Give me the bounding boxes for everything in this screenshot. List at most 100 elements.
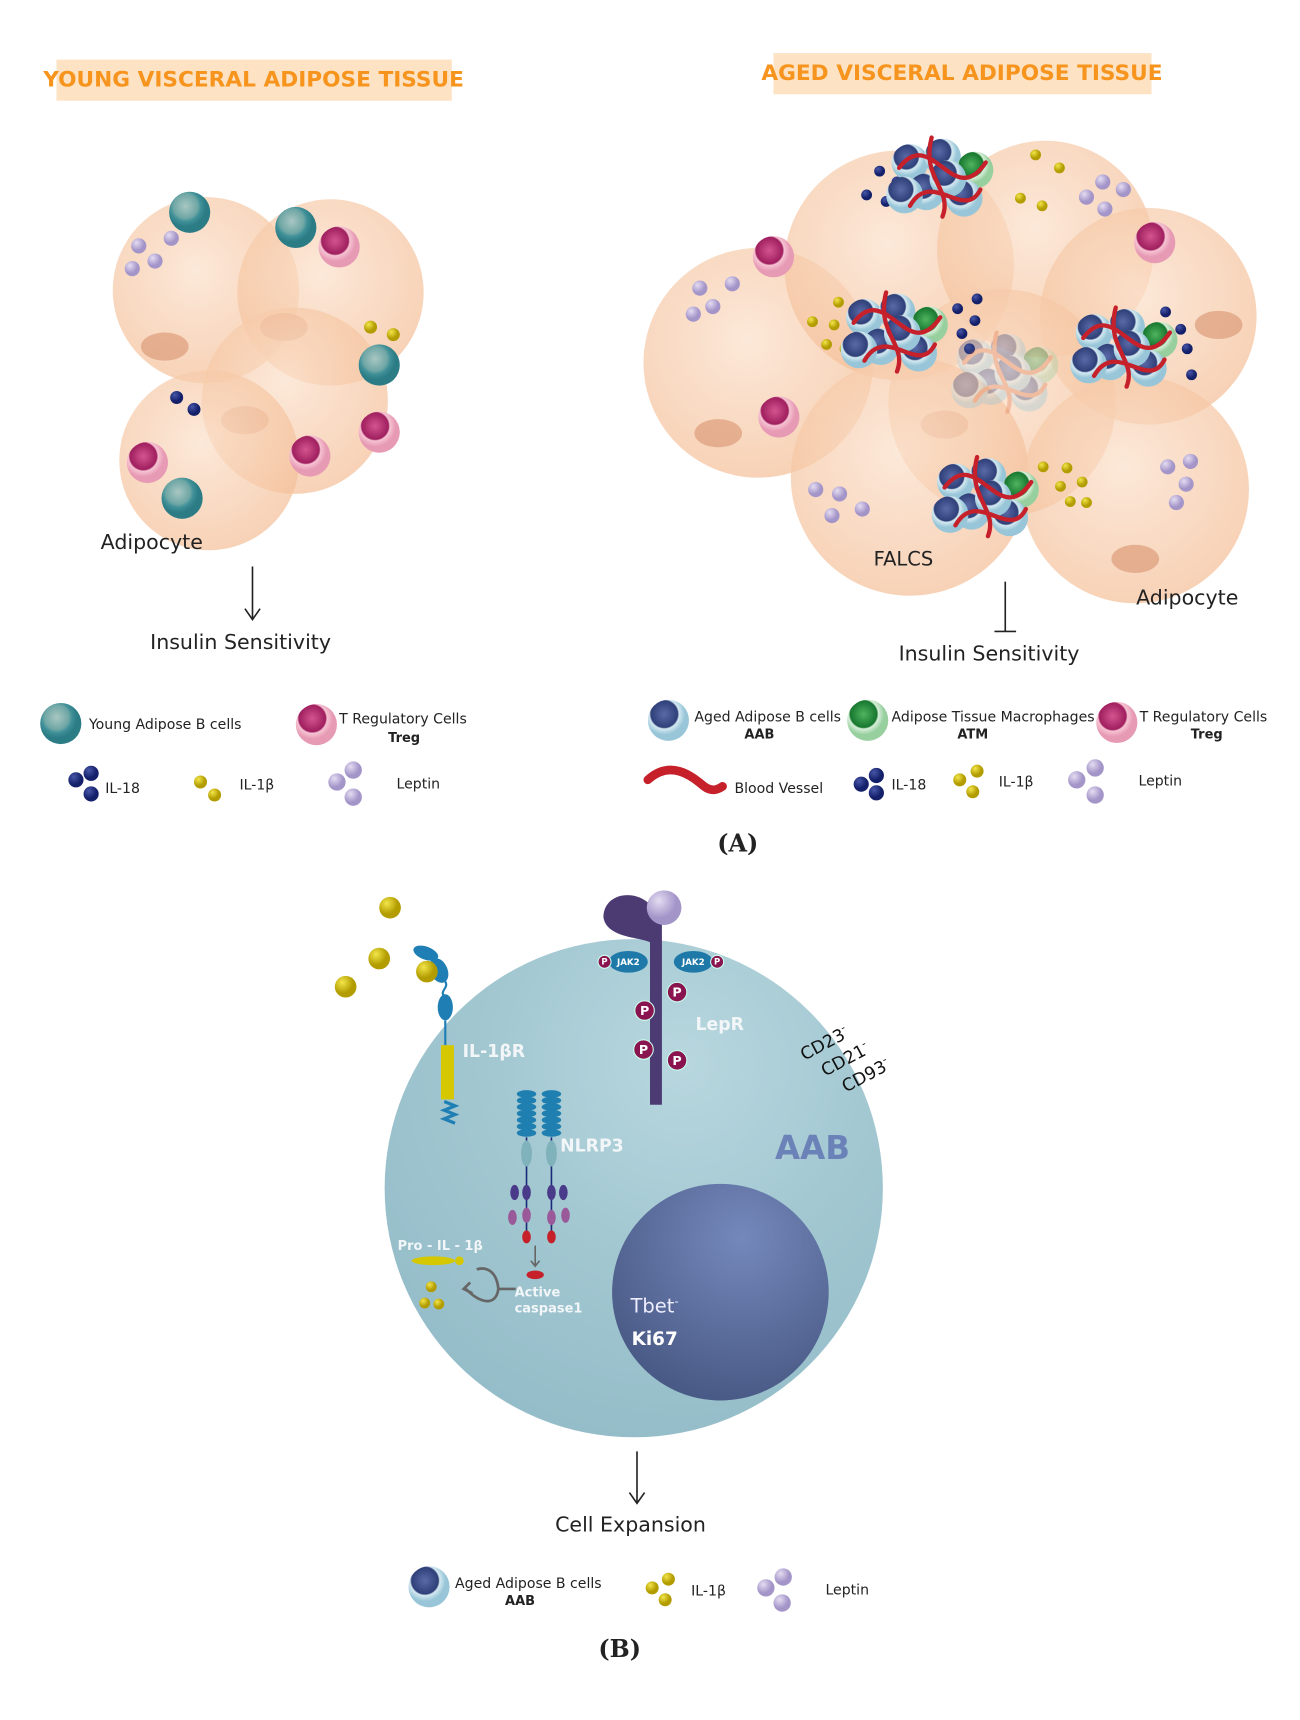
inhibition-bar-icon	[994, 581, 1017, 633]
il18	[971, 293, 983, 305]
leptin	[1097, 201, 1113, 217]
young-b-cell	[169, 191, 211, 233]
aab-cell	[956, 339, 994, 376]
blood-vessel	[961, 330, 1053, 414]
leptin	[724, 276, 740, 292]
aged-outcome: Insulin Sensitivity	[899, 642, 1080, 666]
il1b	[807, 316, 818, 328]
il1b	[1076, 476, 1088, 488]
aab-icon	[647, 699, 689, 741]
il1b	[1030, 149, 1042, 161]
jak2-label-right: JAK2	[681, 958, 705, 968]
asc-domain	[561, 1207, 570, 1223]
treg-cell	[289, 435, 331, 477]
il18	[874, 165, 886, 177]
procaspase-domain	[547, 1230, 556, 1244]
arrow-down-icon	[628, 1451, 646, 1505]
legend-aged-treg: T Regulatory Cells	[1139, 709, 1268, 725]
il18-icon	[853, 767, 884, 801]
panel-b-label: (B)	[598, 1635, 641, 1663]
aab-cell	[840, 331, 878, 369]
legend-aged-leptin: Leptin	[1138, 773, 1182, 789]
phosphate-label: P	[601, 957, 607, 967]
young-legend: Young Adipose B cells T Regulatory Cells…	[40, 702, 467, 806]
legend-aged-treg-abbr: Treg	[1191, 728, 1223, 743]
adipocyte-nucleus	[694, 419, 743, 448]
il1b	[828, 319, 840, 331]
nlrp3-label: NLRP3	[560, 1136, 624, 1156]
il18	[1186, 369, 1197, 381]
phosphate-icon	[633, 1039, 654, 1060]
phosphate-label: P	[639, 1042, 648, 1057]
il1b	[1037, 461, 1049, 473]
aab-cell	[994, 355, 1032, 393]
lrr-domain	[516, 1116, 537, 1124]
il1b	[1036, 200, 1048, 212]
blood-vessel-icon	[643, 765, 727, 795]
il18	[1181, 343, 1193, 355]
falcs-cluster	[840, 290, 948, 374]
phosphate-label: P	[672, 1053, 681, 1068]
leptin	[705, 298, 721, 315]
il18-icon	[68, 765, 99, 802]
procaspase-domain	[522, 1230, 531, 1244]
falcs-label: FALCS	[874, 547, 934, 570]
leptin	[1182, 453, 1199, 469]
falcs-cluster	[1070, 305, 1178, 389]
lrr-domain	[541, 1122, 562, 1131]
il18	[952, 303, 964, 315]
lrr-domain	[516, 1096, 537, 1105]
il1br-label: IL-1βR	[463, 1042, 525, 1062]
il1b-molecules	[334, 896, 401, 998]
treg-icon	[295, 704, 337, 746]
falcs-cluster	[886, 135, 994, 219]
legend-aab: Aged Adipose B cells	[694, 709, 841, 725]
lrr-domain	[541, 1103, 562, 1111]
young-b-cell-icon	[40, 702, 82, 745]
aab-icon	[408, 1566, 450, 1608]
pyd-domain	[547, 1184, 556, 1201]
il18	[170, 391, 184, 405]
falcs-cluster	[951, 330, 1059, 414]
il1b-released	[419, 1281, 445, 1310]
aged-tissue-panel: AGED VISCERAL ADIPOSE TISSUE FALCS Adipo…	[643, 53, 1268, 804]
adipocyte-nucleus	[1111, 544, 1160, 573]
young-b-cell	[358, 344, 400, 386]
aab-cell	[1070, 346, 1108, 384]
adipocyte-nucleus	[140, 332, 189, 361]
legend-b-il1b: IL-1β	[691, 1583, 726, 1599]
leptin	[854, 501, 870, 517]
lrr-domain	[516, 1109, 537, 1118]
il18	[861, 189, 873, 201]
asc-domain	[508, 1209, 517, 1226]
leptin-icon	[1068, 759, 1104, 804]
adipocyte-nucleus	[1194, 310, 1243, 340]
lrr-domain	[541, 1129, 562, 1137]
leptin	[808, 481, 824, 498]
pyd-domain	[559, 1184, 568, 1201]
il1b	[1061, 462, 1073, 474]
aab-cell	[951, 371, 988, 409]
il1b	[1064, 496, 1076, 507]
legend-young-b-cells: Young Adipose B cells	[88, 717, 242, 733]
il1b	[1055, 480, 1066, 492]
il1b-icon	[645, 1572, 675, 1607]
falcs-cluster	[931, 454, 1039, 539]
aged-legend: Aged Adipose B cells AAB Adipose Tissue …	[643, 699, 1268, 804]
il1b	[386, 328, 400, 342]
leptin	[131, 238, 147, 254]
il1b	[364, 320, 378, 334]
young-title-box	[56, 59, 452, 101]
pyd-domain	[510, 1184, 519, 1201]
cell-expansion-label: Cell Expansion	[555, 1513, 706, 1537]
asc-domain	[547, 1209, 556, 1226]
lrr-domain	[541, 1096, 562, 1105]
young-outcome: Insulin Sensitivity	[150, 630, 331, 654]
legend-atm-abbr: ATM	[957, 728, 988, 743]
treg-cell	[758, 396, 800, 438]
lepr-label: LepR	[695, 1015, 743, 1035]
il1b	[833, 296, 844, 308]
arrow-down-icon	[244, 566, 261, 621]
aab-cell	[931, 496, 969, 533]
